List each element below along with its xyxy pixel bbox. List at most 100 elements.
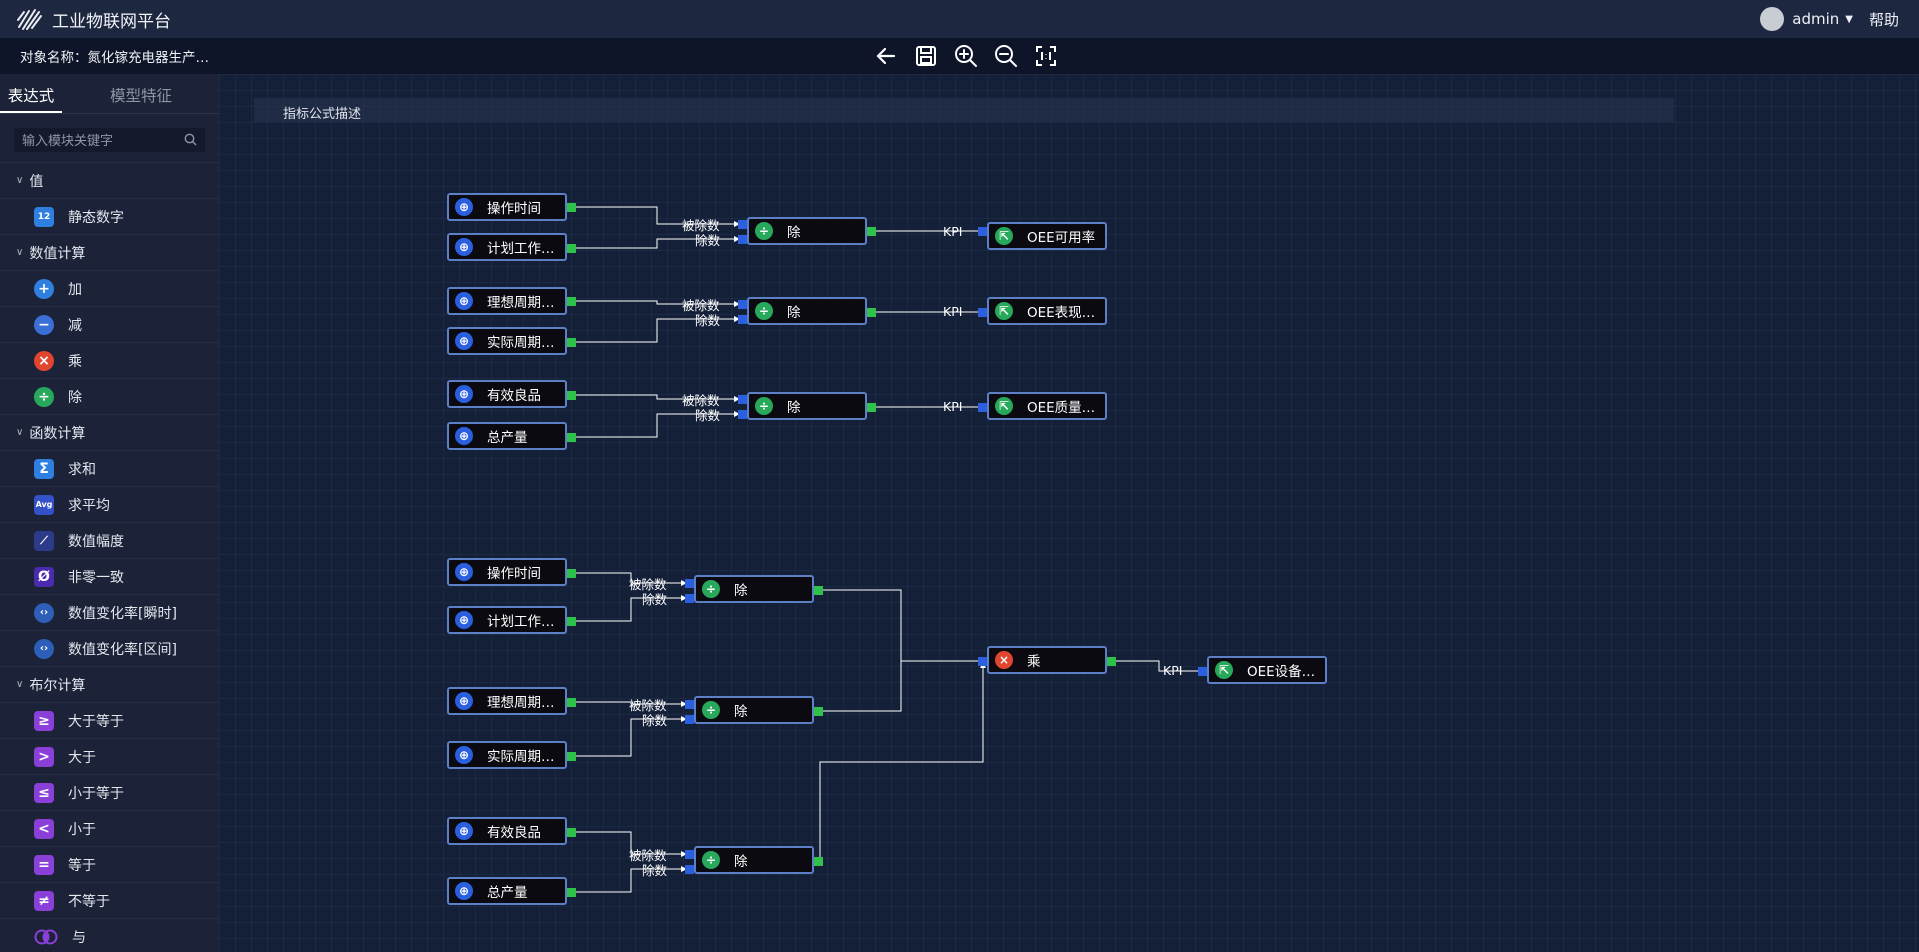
input-port[interactable] [738,300,747,309]
output-port[interactable] [567,297,576,306]
item-lt[interactable]: <小于 [0,810,219,846]
input-port[interactable] [738,235,747,244]
output-port[interactable] [567,752,576,761]
input-port[interactable] [978,308,987,317]
output-port[interactable] [814,707,823,716]
kpi-node-performance[interactable]: ⇱OEE表现… [987,297,1107,325]
input-node-op-time[interactable]: ⊕操作时间 [447,193,567,221]
output-port[interactable] [567,244,576,253]
input-port[interactable] [738,220,747,229]
item-add[interactable]: +加 [0,270,219,306]
input-node-good[interactable]: ⊕有效良品 [447,817,567,845]
divide-node[interactable]: ÷除 [694,575,814,603]
input-port[interactable] [685,865,694,874]
item-neq[interactable]: ≠不等于 [0,882,219,918]
input-port[interactable] [685,850,694,859]
item-eq[interactable]: =等于 [0,846,219,882]
zoom-out-icon[interactable] [986,44,1026,68]
output-port[interactable] [567,617,576,626]
item-subtract[interactable]: −减 [0,306,219,342]
input-port[interactable] [738,410,747,419]
input-port[interactable] [685,594,694,603]
help-link[interactable]: 帮助 [1868,10,1899,29]
item-and[interactable]: 与 [0,918,219,952]
input-port[interactable] [978,657,987,666]
chevron-down-icon[interactable]: ▼ [1845,13,1853,25]
group-numeric[interactable]: ∨数值计算 [0,234,219,270]
item-multiply[interactable]: ×乘 [0,342,219,378]
input-node-good[interactable]: ⊕有效良品 [447,380,567,408]
tab-model-features[interactable]: 模型特征 [110,87,173,105]
kpi-node-oee[interactable]: ⇱OEE设备… [1207,656,1327,684]
input-port[interactable] [978,403,987,412]
input-port[interactable] [978,227,987,236]
input-port[interactable] [685,715,694,724]
input-node-ideal-cycle[interactable]: ⊕理想周期… [447,687,567,715]
group-function[interactable]: ∨函数计算 [0,414,219,450]
item-gt[interactable]: >大于 [0,738,219,774]
output-port[interactable] [814,857,823,866]
output-port[interactable] [867,308,876,317]
input-node-total[interactable]: ⊕总产量 [447,877,567,905]
input-node-total[interactable]: ⊕总产量 [447,422,567,450]
port-label-divisor: 除数 [642,592,668,607]
divide-node[interactable]: ÷除 [747,392,867,420]
output-port[interactable] [567,391,576,400]
input-port[interactable] [1198,667,1207,676]
wire [576,394,734,400]
arrowhead [734,221,740,227]
input-port[interactable] [685,579,694,588]
output-port[interactable] [567,338,576,347]
input-node-plan-time[interactable]: ⊕计划工作… [447,233,567,261]
input-node-actual-cycle[interactable]: ⊕实际周期… [447,741,567,769]
actual-size-icon[interactable] [1026,45,1066,67]
output-port[interactable] [567,828,576,837]
search-icon[interactable] [184,133,197,146]
item-rate-instant[interactable]: ‹›数值变化率[瞬时] [0,594,219,630]
divide-node[interactable]: ÷除 [694,846,814,874]
input-node-actual-cycle[interactable]: ⊕实际周期… [447,327,567,355]
divide-node[interactable]: ÷除 [747,297,867,325]
kpi-node-quality[interactable]: ⇱OEE质量… [987,392,1107,420]
input-port[interactable] [685,700,694,709]
back-arrow-icon[interactable] [866,45,906,67]
tab-expression[interactable]: 表达式 [0,74,62,113]
output-port[interactable] [567,888,576,897]
output-port[interactable] [867,227,876,236]
input-port[interactable] [738,315,747,324]
chevron-down-icon: ∨ [16,175,24,186]
item-divide[interactable]: ÷除 [0,378,219,414]
input-node-plan-time[interactable]: ⊕计划工作… [447,606,567,634]
output-port[interactable] [867,403,876,412]
divide-node[interactable]: ÷除 [694,696,814,724]
item-label: 与 [72,929,86,946]
item-lte[interactable]: ≤小于等于 [0,774,219,810]
group-value[interactable]: ∨值 [0,162,219,198]
input-node-op-time[interactable]: ⊕操作时间 [447,558,567,586]
multiply-node[interactable]: ×乘 [987,646,1107,674]
output-port[interactable] [567,203,576,212]
user-menu[interactable]: admin [1792,10,1840,28]
output-port[interactable] [567,433,576,442]
input-node-ideal-cycle[interactable]: ⊕理想周期… [447,287,567,315]
input-port[interactable] [738,395,747,404]
output-port[interactable] [567,698,576,707]
avatar[interactable] [1760,7,1785,31]
zoom-in-icon[interactable] [946,44,986,68]
divide-node[interactable]: ÷除 [747,217,867,245]
group-boolean[interactable]: ∨布尔计算 [0,666,219,702]
save-icon[interactable] [906,45,946,67]
output-port[interactable] [814,586,823,595]
item-gte[interactable]: ≥大于等于 [0,702,219,738]
formula-canvas[interactable]: 指标公式描述 [219,74,1919,952]
item-amplitude[interactable]: ⟋数值幅度 [0,522,219,558]
output-port[interactable] [1107,657,1116,666]
kpi-node-availability[interactable]: ⇱OEE可用率 [987,222,1107,250]
item-rate-interval[interactable]: ‹›数值变化率[区间] [0,630,219,666]
output-port[interactable] [567,569,576,578]
search-input[interactable] [22,132,182,148]
